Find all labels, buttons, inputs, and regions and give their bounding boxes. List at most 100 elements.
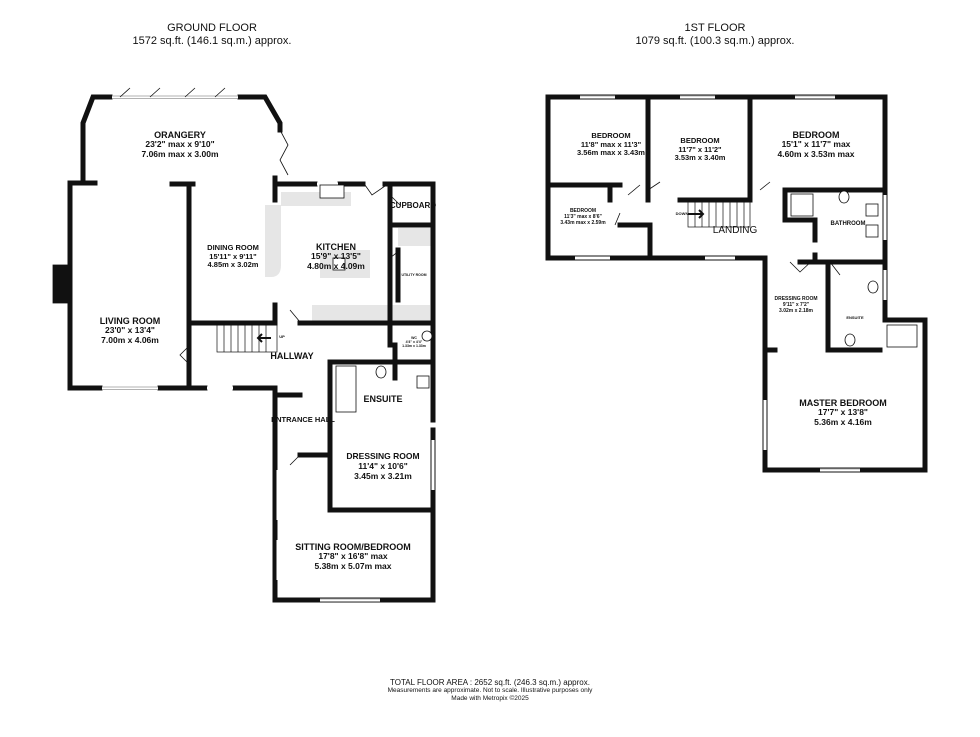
stair-treads	[223, 325, 267, 352]
wall	[237, 94, 283, 133]
room-dim-imperial: 4'4" x 4'4"	[405, 340, 423, 345]
room-name: SITTING ROOM/BEDROOM	[295, 542, 411, 552]
room-dim-metric: 3.02m x 2.18m	[779, 307, 813, 314]
room-name: ENSUITE	[846, 315, 864, 320]
room-dim-metric: 3.56m max x 3.43m	[577, 148, 645, 158]
room-dim-imperial: 17'8" x 16'8" max	[318, 551, 388, 562]
room-name: HALLWAY	[270, 351, 314, 361]
room-ensuite: ENSUITE	[363, 394, 402, 404]
room-name: BEDROOM	[569, 208, 597, 214]
room-name: BATHROOM	[830, 221, 866, 227]
wall	[69, 180, 196, 391]
arrow-icon	[256, 333, 271, 343]
window	[102, 95, 435, 602]
room-name: ENTRANCE HALL	[271, 415, 335, 424]
wall	[545, 94, 753, 261]
wall	[272, 387, 303, 398]
total-floor-area: TOTAL FLOOR AREA : 2652 sq.ft. (246.3 sq…	[390, 678, 590, 687]
room-dim-imperial: 11'3" max x 8'6"	[564, 213, 602, 220]
room-dim-metric: 5.38m x 5.07m max	[314, 561, 392, 572]
room-name: BEDROOM	[792, 130, 840, 140]
room-dim-metric: 4.85m x 3.02m	[207, 260, 259, 270]
shower-icon	[886, 324, 918, 348]
door-swing	[179, 181, 841, 466]
room-dim-imperial: 11'4" x 10'6"	[358, 460, 408, 471]
room-dim-imperial: 23'2" max x 9'10"	[145, 139, 215, 150]
sanitary	[52, 184, 918, 413]
window	[102, 95, 860, 602]
room-name: LANDING	[712, 225, 758, 236]
toilet-icon	[421, 330, 433, 342]
fireplace-icon	[52, 264, 72, 304]
arrow-icon	[688, 209, 705, 219]
walls	[67, 94, 928, 603]
wall	[187, 302, 436, 326]
floor-area: 1572 sq.ft. (146.1 sq.m.) approx.	[132, 34, 292, 47]
room-utility: UTILITY ROOM	[401, 273, 426, 277]
wall	[67, 180, 278, 391]
stairs-ground	[216, 324, 278, 353]
room-landing: LANDING	[713, 225, 757, 237]
room-dim-metric: 5.36m x 4.16m	[814, 417, 872, 428]
first-floor-header: 1ST FLOOR 1079 sq.ft. (100.3 sq.m.) appr…	[636, 22, 795, 47]
room-dim-metric: 7.00m x 4.06m	[101, 335, 159, 346]
sink-icon	[416, 375, 430, 389]
stairs-down-label: DOWN	[675, 211, 689, 216]
bifold-door	[119, 87, 226, 98]
stairs	[216, 199, 751, 353]
ground-floor-header: GROUND FLOOR 1572 sq.ft. (146.1 sq.m.) a…	[133, 22, 292, 47]
floor-area: 1079 sq.ft. (100.3 sq.m.) approx.	[635, 34, 795, 47]
footer: TOTAL FLOOR AREA : 2652 sq.ft. (246.3 sq…	[388, 678, 593, 702]
room-cupboard: CUPBOARD	[390, 201, 436, 210]
credit: Made with Metropix ©2025	[451, 694, 529, 702]
window-frames	[102, 95, 860, 602]
room-dim-imperial: 9'11" x 7'2"	[782, 301, 810, 308]
sink-icon	[867, 280, 879, 294]
room-dim-imperial: 15'1" x 11'7" max	[781, 139, 851, 150]
room-bathroom: BATHROOM	[831, 221, 866, 228]
room-dim-metric: 4.60m x 3.53m max	[777, 149, 855, 160]
room-ensuite: ENSUITE	[846, 315, 864, 321]
room-dim-imperial: 23'0" x 13'4"	[105, 325, 155, 336]
room-dim-imperial: 15'9" x 13'5"	[311, 251, 361, 262]
room-name: DINING ROOM	[207, 243, 259, 252]
toilet-icon	[375, 365, 387, 379]
disclaimer: Measurements are approximate. Not to sca…	[387, 687, 593, 695]
room-entrance-hall: ENTRANCE HALL	[271, 415, 335, 425]
sink-icon	[865, 203, 879, 217]
doors	[119, 87, 841, 466]
wall	[80, 94, 113, 186]
wall	[762, 187, 883, 353]
room-dim-metric: 3.45m x 3.21m	[354, 470, 412, 481]
room-dim-imperial: 17'7" x 13'8"	[818, 407, 868, 418]
room-dim-imperial: 15'11" x 9'11"	[209, 251, 257, 261]
room-name: DRESSING ROOM	[774, 296, 818, 302]
room-name: LIVING ROOM	[99, 316, 161, 326]
toilet-icon	[844, 333, 856, 347]
toilet-icon	[838, 190, 850, 204]
utility-counter	[398, 228, 433, 246]
floor-title: 1ST FLOOR	[684, 22, 746, 34]
room-hallway: HALLWAY	[270, 351, 313, 361]
room-name: CUPBOARD	[389, 201, 437, 210]
stairs-up-label: UP	[279, 334, 285, 339]
room-name: MASTER BEDROOM	[799, 398, 887, 408]
room-name: ORANGERY	[154, 130, 206, 140]
wall	[387, 181, 436, 348]
room-name: BEDROOM	[680, 136, 720, 145]
room-name: BEDROOM	[591, 131, 631, 140]
kitchen-counter	[312, 305, 430, 322]
room-dim-imperial: 11'7" x 11'2"	[678, 144, 722, 154]
room-name: DRESSING ROOM	[346, 451, 420, 461]
floor-title: GROUND FLOOR	[167, 22, 257, 34]
